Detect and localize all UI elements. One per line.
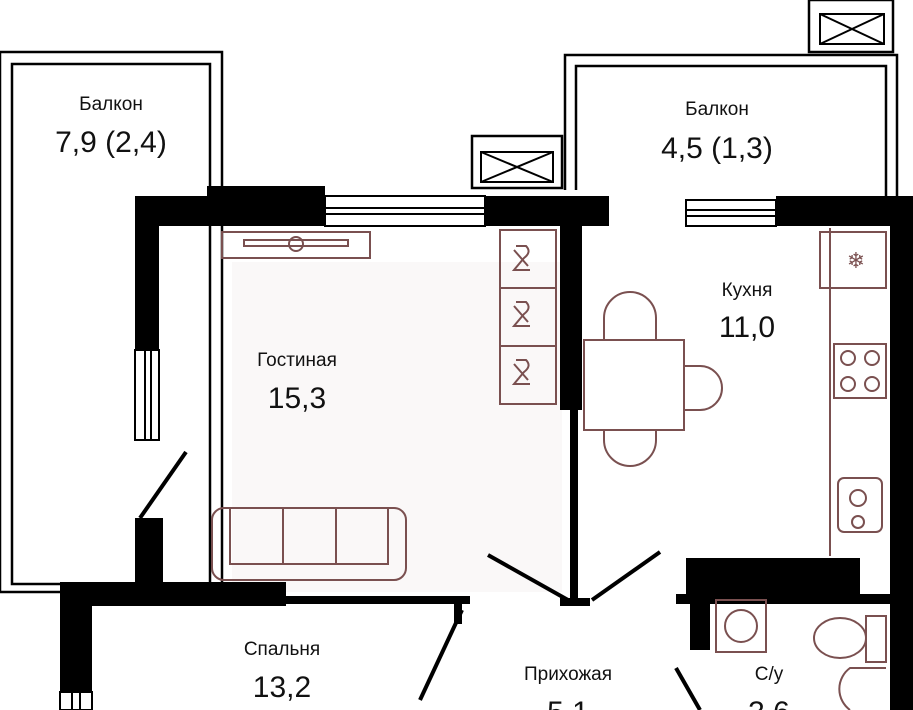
label-bedroom: Спальня 13,2 [244, 639, 320, 704]
ventilation-unit-top [807, 0, 895, 54]
bathroom-fixtures [715, 599, 887, 710]
label-hallway: Прихожая 5,1 [524, 664, 612, 710]
room-area: 4,5 (1,3) [661, 132, 773, 165]
walls [59, 186, 913, 710]
room-name: Кухня [722, 280, 773, 301]
ventilation-unit-middle [470, 134, 564, 190]
dining-table [583, 291, 723, 467]
label-balcony-right: Балкон 4,5 (1,3) [661, 99, 773, 165]
label-living: Гостиная 15,3 [257, 350, 337, 415]
room-name: С/у [755, 664, 784, 685]
room-name: Балкон [685, 99, 749, 120]
room-area: 13,2 [253, 671, 311, 704]
label-bathroom: С/у 3,6 [748, 664, 790, 710]
room-area: 11,0 [719, 311, 775, 344]
room-area: 3,6 [748, 696, 790, 710]
label-balcony-left: Балкон 7,9 (2,4) [55, 94, 167, 159]
kitchen-counter: ❄ [819, 228, 887, 556]
label-kitchen: Кухня 11,0 [719, 280, 775, 344]
doors [138, 450, 702, 710]
tv-stand [221, 231, 371, 259]
wardrobe [499, 229, 557, 405]
room-name: Спальня [244, 639, 320, 660]
right-balcony [563, 53, 899, 200]
svg-text:❄: ❄ [847, 249, 865, 274]
room-area: 5,1 [547, 696, 589, 710]
room-area: 7,9 (2,4) [55, 126, 167, 159]
living-room-floor [232, 262, 562, 592]
room-name: Прихожая [524, 664, 612, 685]
room-area: 15,3 [268, 382, 326, 415]
room-name: Гостиная [257, 350, 337, 371]
sofa [211, 507, 407, 581]
room-name: Балкон [79, 94, 143, 115]
